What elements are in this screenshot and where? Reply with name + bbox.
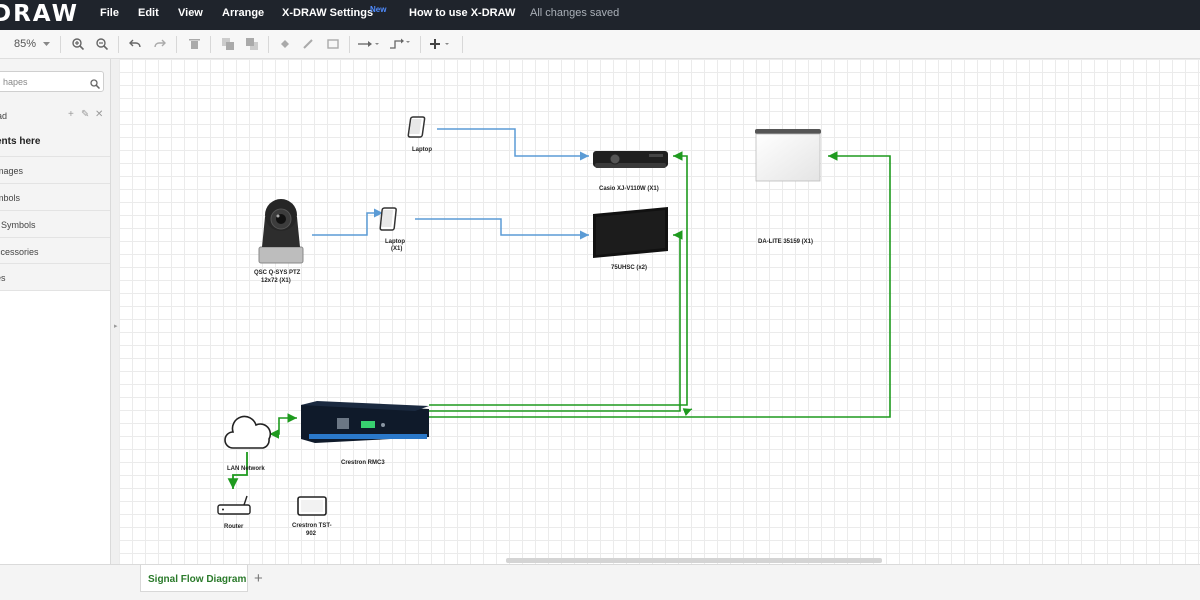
page-tab-bar: Signal Flow Diagram + [0, 564, 1200, 600]
delete-icon[interactable] [186, 36, 202, 52]
laptop-top-label: Laptop [412, 147, 432, 153]
chevron-down-icon[interactable] [42, 36, 50, 52]
laptop-mid-label: Laptop [385, 239, 405, 245]
drop-elements-hint: ents here [0, 129, 110, 156]
line-color-icon[interactable] [300, 36, 316, 52]
link-camera-laptop [312, 208, 383, 236]
drop-hint-text: ents here [0, 136, 41, 147]
laptop-top-device[interactable]: Laptop [407, 116, 432, 153]
horizontal-scrollbar[interactable] [506, 558, 882, 563]
camera-label-line2: 12x72 (X1) [261, 278, 291, 284]
menu-how-to-use[interactable]: How to use X-DRAW [409, 7, 516, 19]
av-links [312, 128, 589, 240]
sidebar-item-accessories[interactable]: ccessories [0, 237, 110, 264]
menu-view[interactable]: View [178, 7, 203, 19]
menu-bar: DRAW File Edit View Arrange X-DRAW Setti… [0, 0, 1200, 30]
laptop-mid-device[interactable]: Laptop (X1) [379, 207, 405, 252]
sidebar-item-misc[interactable]: es [0, 263, 110, 290]
link-laptop-tv [415, 218, 589, 240]
menu-edit[interactable]: Edit [138, 7, 159, 19]
link-lan-router [227, 452, 248, 489]
crestron-rmc3-device[interactable]: Crestron RMC3 [301, 401, 429, 466]
insert-icon[interactable] [428, 36, 452, 52]
ptz-camera-device[interactable]: QSC Q-SYS PTZ 12x72 (X1) [254, 199, 304, 284]
diagram-canvas[interactable]: Laptop Casio XJ-V110W (X1) DA-LITE 35159… [119, 59, 1200, 564]
save-status: All changes saved [530, 7, 620, 19]
connection-icon[interactable] [357, 36, 381, 52]
router-label: Router [224, 524, 244, 530]
redo-icon[interactable] [152, 36, 168, 52]
router-device[interactable]: Router [217, 495, 251, 530]
shadow-icon[interactable] [325, 36, 341, 52]
close-icon[interactable]: ✕ [95, 109, 104, 120]
zoom-in-icon[interactable] [70, 36, 86, 52]
link-lan-crestron [269, 413, 297, 439]
sidebar-item-label: / Symbols [0, 220, 36, 230]
sidebar-empty-area [0, 290, 110, 590]
splitter-grip-icon[interactable]: ▸ [114, 323, 118, 330]
crestron-touch-panel-device[interactable]: Crestron TST- 902 [292, 496, 332, 537]
crestron-label: Crestron RMC3 [341, 460, 385, 466]
lan-label: LAN Network [227, 466, 265, 472]
sidebar-item-av-symbols[interactable]: / Symbols [0, 210, 110, 237]
sidebar-item-label: mbols [0, 193, 21, 203]
sidebar-item-images[interactable]: mages [0, 156, 110, 183]
edit-icon[interactable]: ✎ [81, 109, 90, 120]
projector-label: Casio XJ-V110W (X1) [599, 186, 659, 192]
new-badge: New [370, 5, 387, 14]
camera-label-line1: QSC Q-SYS PTZ [254, 270, 301, 276]
control-links [227, 151, 891, 489]
sidebar-splitter[interactable] [111, 59, 119, 590]
link-crestron-branch [682, 408, 693, 417]
touch-panel-label-line1: Crestron TST- [292, 523, 332, 529]
projector-device[interactable]: Casio XJ-V110W (X1) [593, 151, 668, 192]
sidebar-item-label: es [0, 273, 6, 283]
app-logo[interactable]: DRAW [0, 1, 79, 27]
library-title[interactable]: ad [0, 111, 8, 121]
link-crestron-screen [429, 151, 891, 418]
menu-xdraw-settings[interactable]: X-DRAW Settings [282, 7, 374, 19]
sidebar-item-label: mages [0, 166, 24, 176]
link-laptop-projector [437, 128, 589, 161]
shapes-sidebar: hapes ad + ✎ ✕ ents here mages mbols / S… [0, 59, 111, 590]
sidebar-item-symbols[interactable]: mbols [0, 183, 110, 210]
diagram-svg: Laptop Casio XJ-V110W (X1) DA-LITE 35159… [217, 116, 891, 537]
touch-panel-label-line2: 902 [306, 531, 317, 537]
link-crestron-projector [429, 151, 688, 406]
sidebar-item-label: ccessories [0, 247, 39, 257]
menu-file[interactable]: File [100, 7, 119, 19]
to-front-icon[interactable] [220, 36, 236, 52]
to-back-icon[interactable] [244, 36, 260, 52]
screen-label: DA-LITE 35159 (X1) [758, 239, 813, 245]
search-shapes-input[interactable]: hapes [0, 71, 104, 92]
library-header: ad + ✎ ✕ [0, 105, 110, 127]
tv-display-device[interactable]: 75UHSC (x2) [593, 207, 668, 271]
undo-icon[interactable] [127, 36, 143, 52]
zoom-level[interactable]: 85% [14, 38, 37, 50]
add-icon[interactable]: + [68, 109, 74, 120]
zoom-out-icon[interactable] [94, 36, 110, 52]
add-page-button[interactable]: + [254, 570, 263, 587]
lan-network-cloud[interactable]: LAN Network [224, 415, 272, 472]
menu-arrange[interactable]: Arrange [222, 7, 265, 19]
fill-color-icon[interactable] [277, 36, 293, 52]
waypoints-icon[interactable] [388, 36, 412, 52]
link-crestron-tv [429, 230, 683, 412]
laptop-mid-qty: (X1) [391, 246, 402, 252]
tab-signal-flow-diagram[interactable]: Signal Flow Diagram [140, 565, 248, 592]
search-icon[interactable] [90, 76, 101, 94]
projection-screen-device[interactable]: DA-LITE 35159 (X1) [755, 129, 821, 245]
tv-label: 75UHSC (x2) [611, 265, 647, 271]
toolbar: 85% [0, 30, 1200, 59]
